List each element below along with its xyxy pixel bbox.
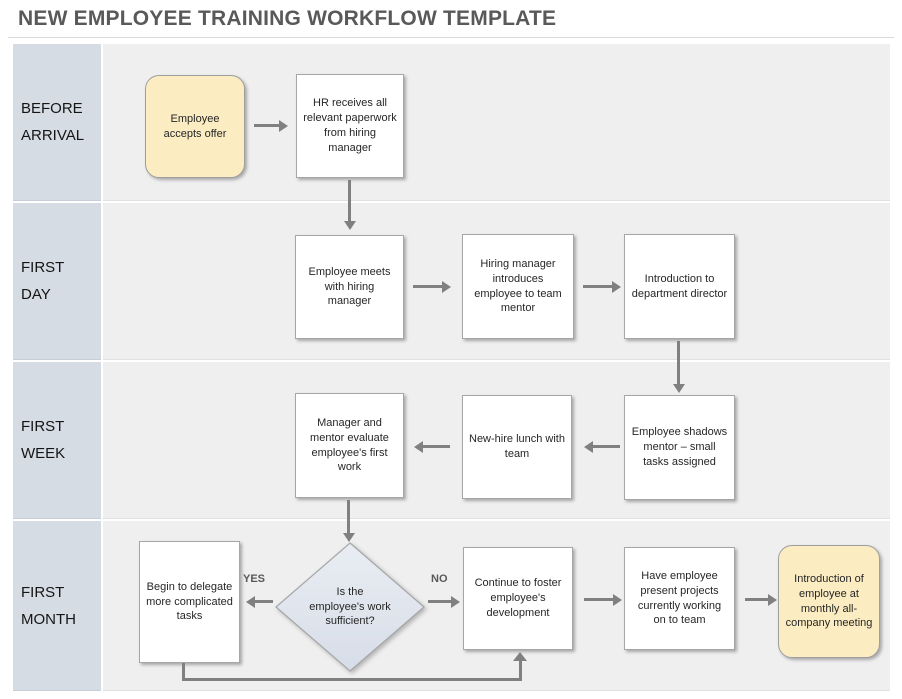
node-intro-department-director: Introduction to department director	[624, 234, 735, 339]
node-employee-shadows-mentor: Employee shadows mentor – small tasks as…	[624, 395, 735, 500]
arrow-hr-to-meets-manager	[348, 180, 351, 222]
decision-yes-label: YES	[243, 573, 266, 585]
node-label: Have employee present projects currently…	[637, 569, 722, 627]
arrow-director-to-shadows	[677, 341, 680, 385]
arrow-accept-to-hr	[254, 124, 280, 127]
node-decision-work-sufficient: Is the employee's work sufficient?	[275, 542, 425, 672]
node-evaluate-first-work: Manager and mentor evaluate employee's f…	[295, 393, 404, 498]
connector-delegate-feedback-up	[519, 660, 522, 681]
node-label: Hiring manager introduces employee to te…	[474, 257, 562, 315]
connector-feedback-arrowhead-icon	[513, 652, 527, 661]
node-label: Introduction of employee at monthly all-…	[785, 572, 873, 630]
node-foster-development: Continue to foster employee's developmen…	[463, 547, 573, 650]
arrow-shadows-to-lunch	[592, 445, 620, 448]
node-intro-all-company-meeting: Introduction of employee at monthly all-…	[778, 545, 880, 658]
node-label: Is the employee's work sufficient?	[309, 585, 391, 628]
node-label: Employee meets with hiring manager	[308, 265, 391, 308]
arrow-introduces-to-director	[583, 285, 613, 288]
node-delegate-complicated-tasks: Begin to delegate more complicated tasks	[139, 541, 240, 663]
node-employee-accepts-offer: Employee accepts offer	[145, 75, 245, 178]
node-label: New-hire lunch with team	[469, 433, 565, 460]
arrow-decision-yes-to-delegate	[254, 600, 273, 603]
arrow-foster-to-present	[584, 598, 614, 601]
node-manager-introduces-mentor: Hiring manager introduces employee to te…	[462, 234, 574, 339]
node-employee-meets-manager: Employee meets with hiring manager	[295, 235, 404, 339]
lane-label-first-day: FIRST DAY	[13, 203, 101, 360]
decision-diamond-shape	[275, 542, 425, 672]
decision-no-label: NO	[431, 573, 448, 585]
node-label: Begin to delegate more complicated tasks	[146, 580, 233, 623]
lane-label-before-arrival: BEFORE ARRIVAL	[13, 44, 101, 201]
arrow-evaluate-to-decision	[347, 500, 350, 534]
title-divider	[8, 37, 894, 38]
lane-label-first-month: FIRST MONTH	[13, 521, 101, 691]
arrow-decision-no-to-foster	[428, 600, 452, 603]
node-label: Continue to foster employee's developmen…	[474, 577, 562, 619]
page-title: NEW EMPLOYEE TRAINING WORKFLOW TEMPLATE	[18, 7, 557, 30]
lane-label-first-week: FIRST WEEK	[13, 362, 101, 519]
connector-delegate-feedback-across	[182, 678, 522, 681]
node-label: HR receives all relevant paperwork from …	[303, 97, 397, 154]
arrow-present-to-meeting	[745, 598, 769, 601]
node-new-hire-lunch: New-hire lunch with team	[462, 395, 572, 499]
connector-delegate-feedback-down	[182, 663, 185, 681]
node-hr-receives-paperwork: HR receives all relevant paperwork from …	[296, 74, 404, 178]
node-label: Manager and mentor evaluate employee's f…	[310, 416, 389, 474]
node-present-projects: Have employee present projects currently…	[624, 547, 735, 650]
arrow-meets-to-introduces	[413, 285, 443, 288]
node-label: Employee accepts offer	[163, 112, 227, 140]
node-label: Employee shadows mentor – small tasks as…	[631, 426, 728, 468]
arrow-lunch-to-evaluate	[422, 445, 450, 448]
node-label: Introduction to department director	[631, 272, 728, 300]
